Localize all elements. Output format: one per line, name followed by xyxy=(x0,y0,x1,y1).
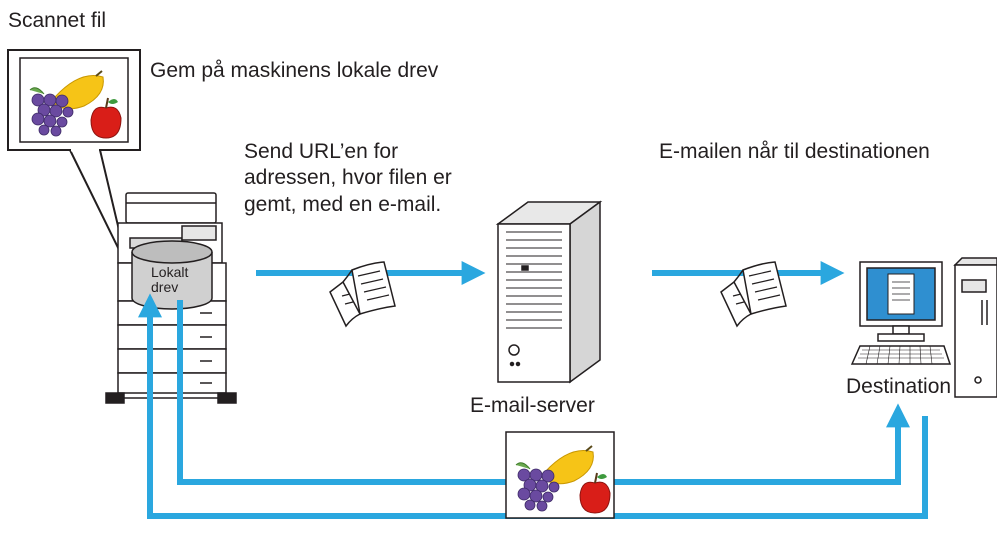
email-document-icon xyxy=(329,261,396,328)
destination-label: Destination xyxy=(846,375,952,398)
email-document-icon xyxy=(720,261,787,328)
attached-image-icon xyxy=(505,431,615,519)
local-drive-label: Lokalt drev xyxy=(151,264,189,296)
destination-computer-icon xyxy=(850,257,997,398)
save-local-label: Gem på maskinens lokale drev xyxy=(150,59,439,82)
scanned-file-callout xyxy=(7,49,141,269)
scanned-file-label: Scannet fil xyxy=(8,9,107,32)
send-url-label: Send URL’en for adressen, hvor filen er … xyxy=(244,140,452,216)
email-server-icon xyxy=(495,200,603,384)
email-arrives-label: E-mailen når til destinationen xyxy=(659,140,930,163)
fruit-image-icon xyxy=(19,57,129,143)
email-server-label: E-mail-server xyxy=(470,394,595,417)
